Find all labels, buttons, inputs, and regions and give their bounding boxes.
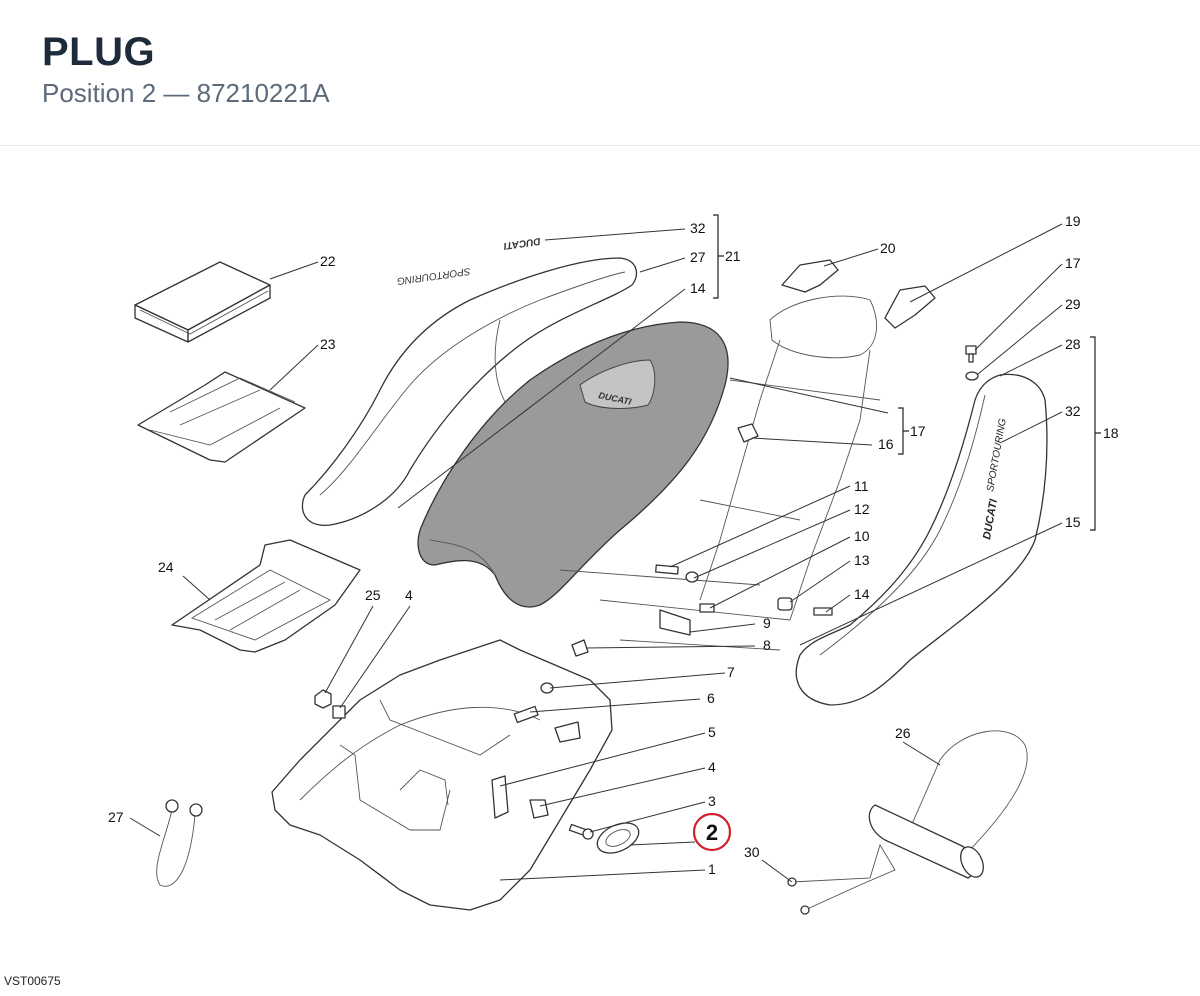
callout-label: 32 — [690, 220, 706, 236]
part-32-side-fairing-right: DUCATI SPORTOURING — [795, 373, 1048, 706]
callout-label: 10 — [854, 528, 870, 544]
callout-label: 28 — [1065, 336, 1081, 352]
part-25-pouch — [137, 371, 306, 463]
part-31-strap — [787, 843, 896, 915]
fairing-brand-logo: DUCATI — [503, 235, 541, 251]
callout-label: 1 — [708, 861, 716, 877]
callout-label: 27 — [690, 249, 706, 265]
seat-cushion: DUCATI — [417, 321, 729, 608]
exploded-parts-diagram: SPORTOURING DUCATI DUCATI DUCAT — [0, 146, 1200, 991]
page-subtitle: Position 2 — 87210221A — [42, 78, 330, 108]
callout-label: 24 — [158, 559, 174, 575]
page-header: PLUG Position 2 — 87210221A — [0, 0, 1200, 146]
callout-label: 21 — [725, 248, 741, 264]
callout-label: 16 — [878, 436, 894, 452]
highlighted-callout-2[interactable]: 2 — [692, 812, 732, 852]
group-braces — [713, 214, 1101, 531]
rear-subframe — [559, 295, 881, 651]
callout-label: 14 — [854, 586, 870, 602]
part-19-handle — [884, 285, 936, 329]
part-27-cable — [156, 799, 203, 887]
callout-label: 30 — [744, 844, 760, 860]
callout-label: 22 — [320, 253, 336, 269]
callout-label: 19 — [1065, 213, 1081, 229]
part-1-undertray — [271, 639, 613, 911]
callout-label: 6 — [707, 690, 715, 706]
callout-labels: 22 23 32 27 14 21 20 19 17 29 28 32 18 1… — [108, 213, 1119, 877]
callout-label: 14 — [690, 280, 706, 296]
parts-diagram-svg: SPORTOURING DUCATI DUCATI DUCAT — [108, 213, 1119, 915]
callout-label: 11 — [854, 478, 869, 494]
callout-label: 17 — [1065, 255, 1081, 271]
callout-label: 26 — [895, 725, 911, 741]
part-3-screw — [568, 823, 594, 840]
part-26-u-lock — [868, 730, 1028, 879]
callout-label: 20 — [880, 240, 896, 256]
leader-lines — [129, 223, 1063, 883]
callout-label: 8 — [763, 637, 771, 653]
callout-label: 13 — [854, 552, 870, 568]
callout-label: 23 — [320, 336, 336, 352]
callout-label: 7 — [727, 664, 735, 680]
diagram-reference-code: VST00675 — [4, 974, 61, 988]
callout-label: 27 — [108, 809, 124, 825]
callout-label: 12 — [854, 501, 870, 517]
part-4-clip-left — [332, 705, 346, 719]
part-23-nut — [314, 689, 332, 709]
callout-label: 9 — [763, 615, 771, 631]
highlighted-position-number: 2 — [706, 820, 718, 845]
fairing-brand-text: SPORTOURING — [396, 265, 471, 286]
callout-label: 25 — [365, 587, 381, 603]
part-20-handle — [781, 259, 839, 293]
highlight-ring — [692, 812, 732, 852]
callout-label: 3 — [708, 793, 716, 809]
fasteners-cluster — [571, 564, 833, 657]
part-22-tray — [171, 539, 361, 653]
callout-label: 18 — [1103, 425, 1119, 441]
page-title: PLUG — [42, 30, 156, 74]
callout-label: 15 — [1065, 514, 1081, 530]
callout-label: 5 — [708, 724, 716, 740]
callout-label: 32 — [1065, 403, 1081, 419]
callout-label: 4 — [708, 759, 716, 775]
part-17-screw — [965, 345, 977, 363]
callout-label: 29 — [1065, 296, 1081, 312]
callout-label: 4 — [405, 587, 413, 603]
part-30-washer — [965, 371, 979, 381]
part-24-manual — [134, 261, 271, 343]
callout-label: 17 — [910, 423, 926, 439]
part-2-plug — [596, 822, 640, 854]
